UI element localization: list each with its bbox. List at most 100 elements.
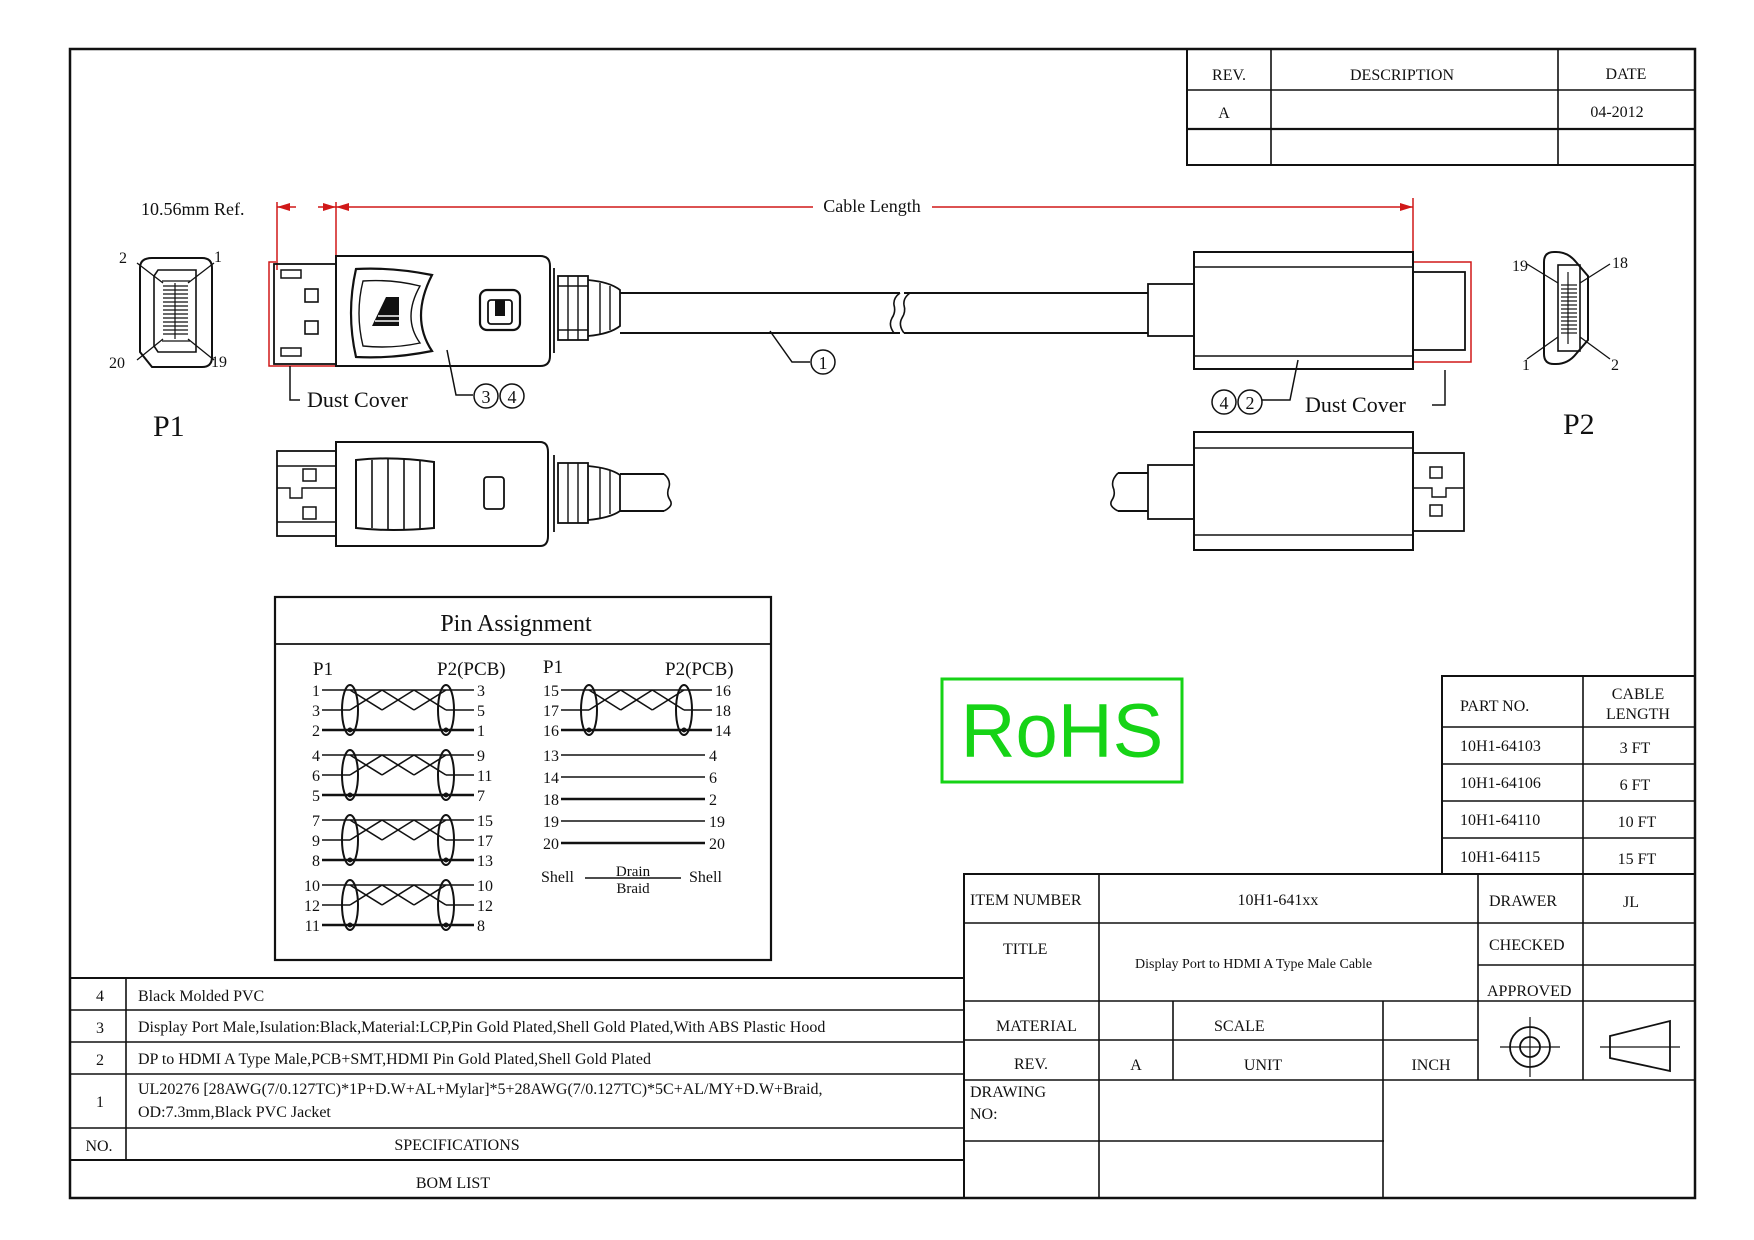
bom-no-3: 3	[96, 1020, 104, 1037]
left-pair-2-node-right	[443, 792, 449, 798]
p1-pin-label-tr: 1	[214, 249, 222, 266]
single-p2-pin: 20	[709, 836, 725, 853]
cable-length-dimension: Cable Length	[823, 196, 920, 216]
dp-connector-top	[273, 255, 1148, 367]
left-pair-3-p1-pin: 8	[312, 853, 320, 870]
cable-length-4: 15 FT	[1618, 851, 1657, 868]
single-p1-pin: 19	[543, 814, 559, 831]
right-pair-p1-pin: 15	[543, 683, 559, 700]
left-pair-3-shield-right	[437, 814, 455, 866]
p1-pin-label-br: 19	[211, 354, 227, 371]
left-pair-4-p1-pin: 12	[304, 898, 320, 915]
bom-no-4: 4	[96, 988, 104, 1005]
left-pair-1-p2-pin: 5	[477, 703, 485, 720]
bom-spec-4: Black Molded PVC	[138, 988, 264, 1005]
part-no-4: 10H1-64115	[1460, 849, 1540, 866]
length-header: LENGTH	[1606, 706, 1670, 723]
p2-label: P2	[1563, 408, 1595, 441]
unit-label: UNIT	[1244, 1057, 1282, 1074]
left-pair-4-p2-pin: 10	[477, 878, 493, 895]
p1-label: P1	[153, 410, 185, 443]
rev-value: A	[1218, 105, 1230, 122]
hdmi-connector-top	[1147, 251, 1466, 370]
part-no-2: 10H1-64106	[1460, 775, 1541, 792]
material-label: MATERIAL	[996, 1018, 1077, 1035]
left-pair-2-p1-pin: 4	[312, 748, 320, 765]
left-pair-2-shield-left	[341, 749, 359, 801]
single-p2-pin: 2	[709, 792, 717, 809]
left-pair-4-p2-pin: 8	[477, 918, 485, 935]
drawing-no-label-1: DRAWING	[970, 1084, 1046, 1101]
p1-pin-label-bl: 20	[109, 355, 125, 372]
left-pair-2-p2-pin: 7	[477, 788, 485, 805]
callout-2: 2	[1246, 393, 1255, 413]
bom-spec-2: DP to HDMI A Type Male,PCB+SMT,HDMI Pin …	[138, 1051, 651, 1068]
left-pair-1-p2-pin: 3	[477, 683, 485, 700]
left-pair-3-shield-left	[341, 814, 359, 866]
drawing-border	[68, 47, 1697, 1200]
right-pair-shield-left	[580, 684, 598, 736]
left-pair-4-p1-pin: 10	[304, 878, 320, 895]
right-pair-p2-pin: 16	[715, 683, 731, 700]
unit-value: INCH	[1411, 1057, 1451, 1074]
callout-leaders	[289, 330, 1446, 415]
right-pair-node-left	[586, 727, 592, 733]
right-pair-p1-pin: 16	[543, 723, 559, 740]
left-p1-header: P1	[313, 659, 333, 680]
left-pair-3-twist	[349, 819, 447, 841]
left-pair-1-p2-pin: 1	[477, 723, 485, 740]
rohs-box	[940, 677, 1184, 784]
right-p1-header: P1	[543, 657, 563, 678]
part-no-header: PART NO.	[1460, 698, 1529, 715]
left-pair-2-p1-pin: 5	[312, 788, 320, 805]
left-pair-1-p1-pin: 1	[312, 683, 320, 700]
single-p1-pin: 14	[543, 770, 559, 787]
drawer-value: JL	[1623, 894, 1639, 911]
approved-label: APPROVED	[1487, 983, 1571, 1000]
rev-header: REV.	[1212, 67, 1246, 84]
cable-length-2: 6 FT	[1620, 777, 1651, 794]
p2-pin-label-tl: 19	[1512, 258, 1528, 275]
left-pair-2-twist	[349, 754, 447, 776]
drawer-label: DRAWER	[1489, 893, 1557, 910]
left-pair-4-twist	[349, 884, 447, 906]
checked-label: CHECKED	[1489, 937, 1565, 954]
scale-label: SCALE	[1214, 1018, 1265, 1035]
left-pair-2-p1-pin: 6	[312, 768, 320, 785]
revision-table	[1186, 48, 1696, 166]
p2-pin-ticks	[1561, 284, 1577, 334]
right-pair-p1-pin: 17	[543, 703, 559, 720]
drain-label: Drain	[616, 864, 651, 880]
right-p2-header: P2(PCB)	[665, 659, 734, 680]
dust-cover-left-label: Dust Cover	[307, 387, 409, 412]
left-pair-1-shield-right	[437, 684, 455, 736]
left-pair-4-node-right	[443, 922, 449, 928]
drawing-no-label-2: NO:	[970, 1106, 998, 1123]
callout-1: 1	[819, 353, 828, 373]
pin-assignment-title: Pin Assignment	[440, 611, 592, 637]
description-header: DESCRIPTION	[1350, 67, 1454, 84]
left-pair-1-shield-left	[341, 684, 359, 736]
left-pair-3-node-right	[443, 857, 449, 863]
p2-connector-face	[1526, 251, 1611, 365]
shell-right-label: Shell	[689, 869, 722, 886]
single-p1-pin: 20	[543, 836, 559, 853]
left-pair-3-p2-pin: 17	[477, 833, 493, 850]
callout-3: 3	[482, 387, 491, 407]
left-pair-2-p2-pin: 11	[477, 768, 492, 785]
dust-ref-dimension: 10.56mm Ref.	[141, 199, 245, 219]
shell-left-label: Shell	[541, 869, 574, 886]
left-p2-header: P2(PCB)	[437, 659, 506, 680]
p1-pin-label-tl: 2	[119, 250, 127, 267]
bom-spec-header: SPECIFICATIONS	[394, 1137, 519, 1154]
callout-4: 4	[508, 387, 517, 407]
left-pair-2-shield-right	[437, 749, 455, 801]
cable-header: CABLE	[1612, 686, 1664, 703]
part-no-1: 10H1-64103	[1460, 738, 1541, 755]
bom-no-header: NO.	[85, 1138, 112, 1155]
part-no-3: 10H1-64110	[1460, 812, 1540, 829]
single-p1-pin: 13	[543, 748, 559, 765]
bom-no-1: 1	[96, 1094, 104, 1111]
pin-assignment-box	[273, 595, 773, 962]
